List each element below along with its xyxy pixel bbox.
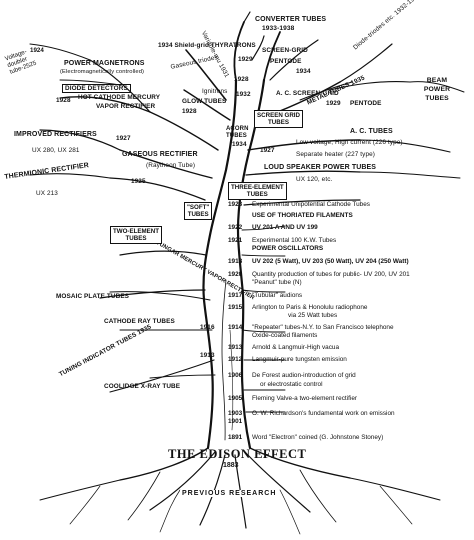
ac-tubes-label: A. C. TUBES	[350, 128, 393, 135]
loud-speaker-label: LOUD SPEAKER POWER TUBES	[264, 164, 377, 171]
year-1916-left: 1916	[200, 324, 215, 331]
timeline-entry: POWER OSCILLATORS	[252, 245, 324, 252]
year-1934-right: 1934	[296, 68, 311, 75]
ux280-label: UX 280, UX 281	[32, 147, 80, 154]
year-1927-left: 1927	[116, 135, 131, 142]
ac-screen-grid-label: A. C. SCREEN-GRID	[276, 90, 339, 97]
pentode-right-label: PENTODE	[350, 100, 382, 107]
three-element-tubes-box: THREE-ELEMENT TUBES	[228, 182, 287, 200]
year-1934-acorn: 1934	[232, 141, 247, 148]
title-year: 1883	[223, 462, 239, 469]
year-1925-left: 1925	[131, 178, 146, 185]
screen-grid-tubes-box: SCREEN GRID TUBES	[254, 110, 303, 128]
two-element-tubes-box: TWO-ELEMENT TUBES	[110, 226, 163, 244]
year-1913-left: 1913	[200, 352, 215, 359]
raytheon-label: (Raytheon Tube)	[146, 162, 196, 169]
ac-separate-heater-label: Separate heater (227 type)	[296, 151, 375, 158]
screen-grid-label: SCREEN-GRID	[262, 47, 308, 54]
glow-tubes-label: GLOW TUBES	[182, 98, 227, 105]
timeline-entry: 1901	[228, 418, 243, 425]
timeline-entry: USE OF THORIATED FILAMENTS	[252, 212, 353, 219]
year-1927-right: 1927	[260, 147, 275, 154]
converter-tubes-years: 1933-1938	[262, 25, 295, 32]
coolidge-label: COOLIDGE X-RAY TUBE	[104, 383, 181, 390]
acorn-tubes-label: ACORN TUBES	[226, 126, 249, 139]
year-1928-left: 1928	[56, 97, 71, 104]
year-1932-top: 1932	[236, 91, 251, 98]
power-magnetrons-label: POWER MAGNETRONS	[64, 60, 145, 67]
soft-tubes-box: "SOFT" TUBES	[184, 202, 213, 220]
timeline-entry: Oxide-coated filaments	[252, 332, 318, 339]
pentode-label: PENTODE	[270, 58, 302, 65]
beam-power-label: BEAM POWER TUBES	[423, 77, 451, 102]
gaseous-rectifier-label: GASEOUS RECTIFIER	[122, 151, 198, 158]
year-1924-label: 1924	[30, 47, 44, 54]
timeline-entry: 1917"Tubular" audions	[228, 292, 303, 299]
roots-label: PREVIOUS RESEARCH	[180, 490, 279, 497]
trunk-left-edge	[202, 78, 238, 450]
timeline-entry: 1914"Repeater" tubes-N.Y. to San Francis…	[228, 324, 394, 331]
cathode-ray-label: CATHODE RAY TUBES	[104, 318, 175, 325]
improved-rectifiers-label: IMPROVED RECTIFIERS	[14, 131, 97, 138]
year-1928-glow: 1928	[182, 108, 197, 115]
mosaic-plate-label: MOSAIC PLATE TUBES	[56, 293, 130, 300]
diode-detectors-label: DIODE DETECTORS	[62, 84, 131, 93]
trunk-right-edge	[236, 78, 266, 450]
diagram-title: THE EDISON EFFECT	[168, 447, 307, 461]
hot-cathode-label: HOT CATHODE MERCURY	[78, 94, 161, 101]
year-1928-top: 1928	[234, 76, 249, 83]
converter-tubes-label: CONVERTER TUBES	[255, 16, 327, 23]
magnetrons-sub-label: (Electromagnetically controlled)	[60, 69, 145, 75]
timeline-entry: via 25 Watt tubes	[288, 312, 338, 319]
ux213-label: UX 213	[36, 190, 58, 197]
vapor-rectifier-label: VAPOR RECTIFIER	[96, 103, 156, 110]
timeline-entry: "Peanut" tube (N)	[252, 279, 302, 286]
year-1929-right: 1929	[326, 100, 341, 107]
ac-low-voltage-label: Low voltage, High current (226 type)	[296, 139, 403, 146]
ux120-label: UX 120, etc.	[296, 176, 333, 183]
ignitrons-label: Ignitrons	[202, 88, 228, 95]
year-1929-top: 1929	[238, 56, 253, 63]
shield-grid-label: 1934 Shield-grid THYRATRONS	[158, 42, 256, 49]
timeline-entry: or electrostatic control	[260, 381, 323, 388]
